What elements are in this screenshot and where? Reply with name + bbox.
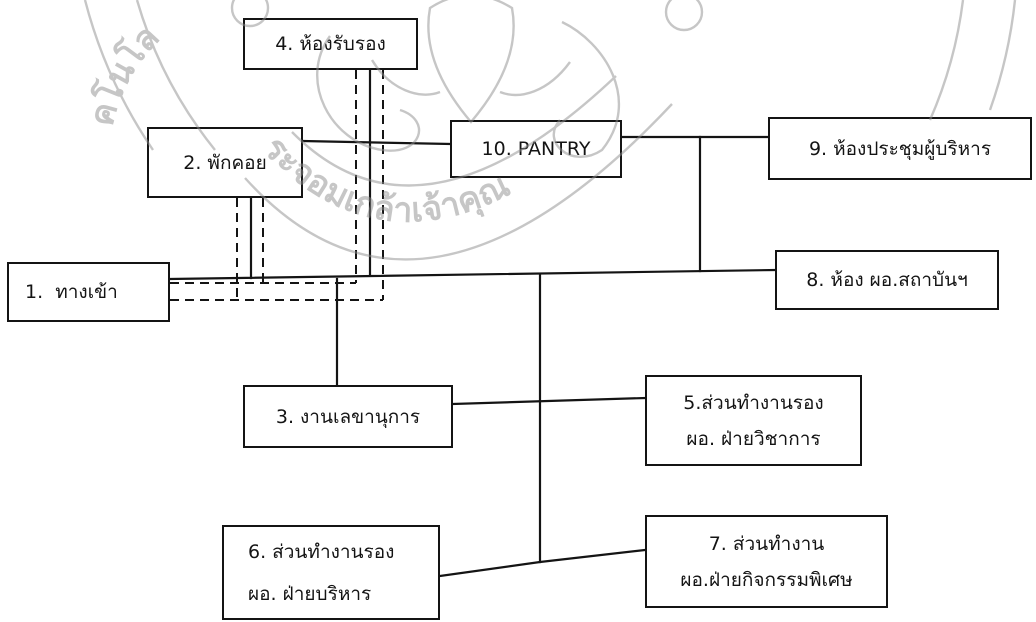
room-label: 10. PANTRY xyxy=(481,138,591,160)
room-deputy-special-activities: 7. ส่วนทำงาน ผอ.ฝ่ายกิจกรรมพิเศษ xyxy=(645,515,888,608)
connector-secretariat-to-academic xyxy=(451,396,647,406)
room-secretariat: 3. งานเลขานุการ xyxy=(243,385,453,448)
room-director-office: 8. ห้อง ผอ.สถาบันฯ xyxy=(775,250,999,310)
room-executive-meeting: 9. ห้องประชุมผู้บริหาร xyxy=(768,117,1032,180)
room-label: 9. ห้องประชุมผู้บริหาร xyxy=(808,137,992,160)
room-label-line-1: 7. ส่วนทำงาน xyxy=(708,532,825,555)
room-deputy-admin: 6. ส่วนทำงานรอง ผอ. ฝ่ายบริหาร xyxy=(222,525,440,620)
room-pantry: 10. PANTRY xyxy=(450,120,622,178)
connector-waiting-to-pantry xyxy=(301,139,452,146)
room-label: 8. ห้อง ผอ.สถาบันฯ xyxy=(806,269,968,291)
room-label: 2. พักคอย xyxy=(183,151,267,174)
room-label-line-2: ผอ. ฝ่ายวิชาการ xyxy=(686,427,821,450)
room-label: 1. ทางเข้า xyxy=(25,281,118,303)
connector-trunk-to-admin-and-special xyxy=(438,548,647,578)
room-label-line-1: 5.ส่วนทำงานรอง xyxy=(683,391,824,414)
room-label-line-2: ผอ.ฝ่ายกิจกรรมพิเศษ xyxy=(680,568,853,591)
room-label-line-2: ผอ. ฝ่ายบริหาร xyxy=(248,582,372,605)
room-entrance: 1. ทางเข้า xyxy=(7,262,170,322)
room-waiting: 2. พักคอย xyxy=(147,127,303,198)
room-reception: 4. ห้องรับรอง xyxy=(243,18,418,70)
room-deputy-academic: 5.ส่วนทำงานรอง ผอ. ฝ่ายวิชาการ xyxy=(645,375,862,466)
room-label: 3. งานเลขานุการ xyxy=(275,405,421,428)
room-label-line-1: 6. ส่วนทำงานรอง xyxy=(248,540,395,563)
room-label: 4. ห้องรับรอง xyxy=(275,33,386,55)
connector-main-corridor xyxy=(168,268,777,281)
